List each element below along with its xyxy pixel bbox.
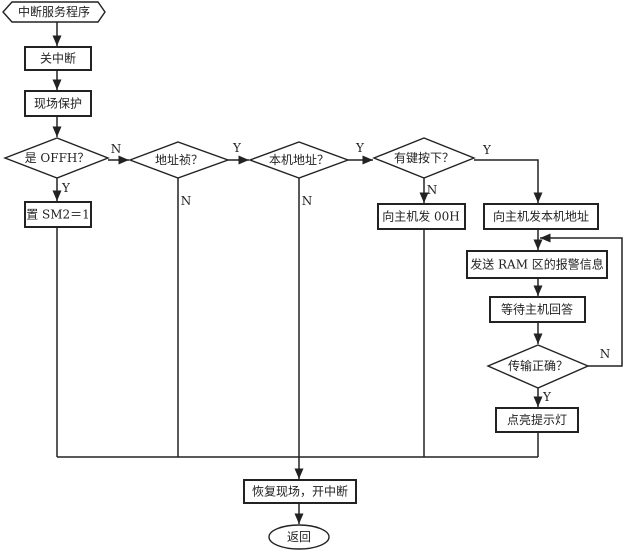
no-label: N — [302, 194, 313, 208]
start-terminal: 中断服务程序 — [2, 1, 106, 23]
decision-label: 是 OFFH？ — [25, 151, 90, 165]
step-label: 向主机发 00H — [382, 209, 460, 224]
set-sm2-step: 置 SM2＝1 — [24, 201, 92, 228]
step-label: 恢复现场，开中断 — [252, 484, 348, 499]
yes-label: Y — [355, 141, 365, 155]
step-label: 发送 RAM 区的报警信息 — [470, 257, 604, 272]
decision-label: 有键按下？ — [394, 151, 454, 165]
decision-offh: 是 OFFH？ — [3, 137, 110, 179]
decision-label: 传输正确？ — [508, 358, 568, 373]
send-00h-step: 向主机发 00H — [377, 203, 466, 230]
step-label: 向主机发本机地址 — [493, 209, 589, 224]
step-label: 点亮提示灯 — [507, 412, 567, 427]
step-label: 置 SM2＝1 — [26, 208, 90, 222]
decision-transfer-ok: 传输正确？ — [486, 344, 590, 389]
yes-label: Y — [61, 181, 71, 195]
yes-label: Y — [542, 390, 552, 404]
return-label: 返回 — [287, 530, 311, 544]
send-local-address-step: 向主机发本机地址 — [483, 203, 599, 230]
disable-interrupt-step: 关中断 — [24, 46, 92, 71]
step-label: 关中断 — [40, 51, 76, 66]
decision-label: 本机地址？ — [269, 153, 329, 167]
step-label: 等待主机回答 — [501, 302, 573, 317]
decision-local-address: 本机地址？ — [247, 141, 351, 179]
yes-label: Y — [482, 143, 492, 157]
no-label: N — [600, 347, 611, 361]
return-terminal: 返回 — [268, 524, 330, 550]
decision-label: 地址祯？ — [155, 153, 203, 167]
restore-context-step: 恢复现场，开中断 — [243, 479, 357, 504]
yes-label: Y — [232, 141, 242, 155]
send-alarm-info-step: 发送 RAM 区的报警信息 — [466, 250, 608, 279]
decision-key-pressed: 有键按下？ — [372, 137, 476, 179]
decision-address-frame: 地址祯？ — [128, 141, 231, 179]
branch-labels: N Y Y N Y N Y N N Y — [61, 141, 610, 404]
no-label: N — [427, 183, 438, 197]
light-indicator-step: 点亮提示灯 — [495, 407, 579, 433]
step-label: 现场保护 — [34, 97, 82, 111]
start-label: 中断服务程序 — [18, 4, 90, 19]
no-label: N — [111, 142, 122, 156]
connectors — [52, 22, 623, 524]
save-context-step: 现场保护 — [24, 90, 92, 117]
no-label: N — [181, 194, 192, 208]
wait-host-reply-step: 等待主机回答 — [489, 296, 586, 323]
